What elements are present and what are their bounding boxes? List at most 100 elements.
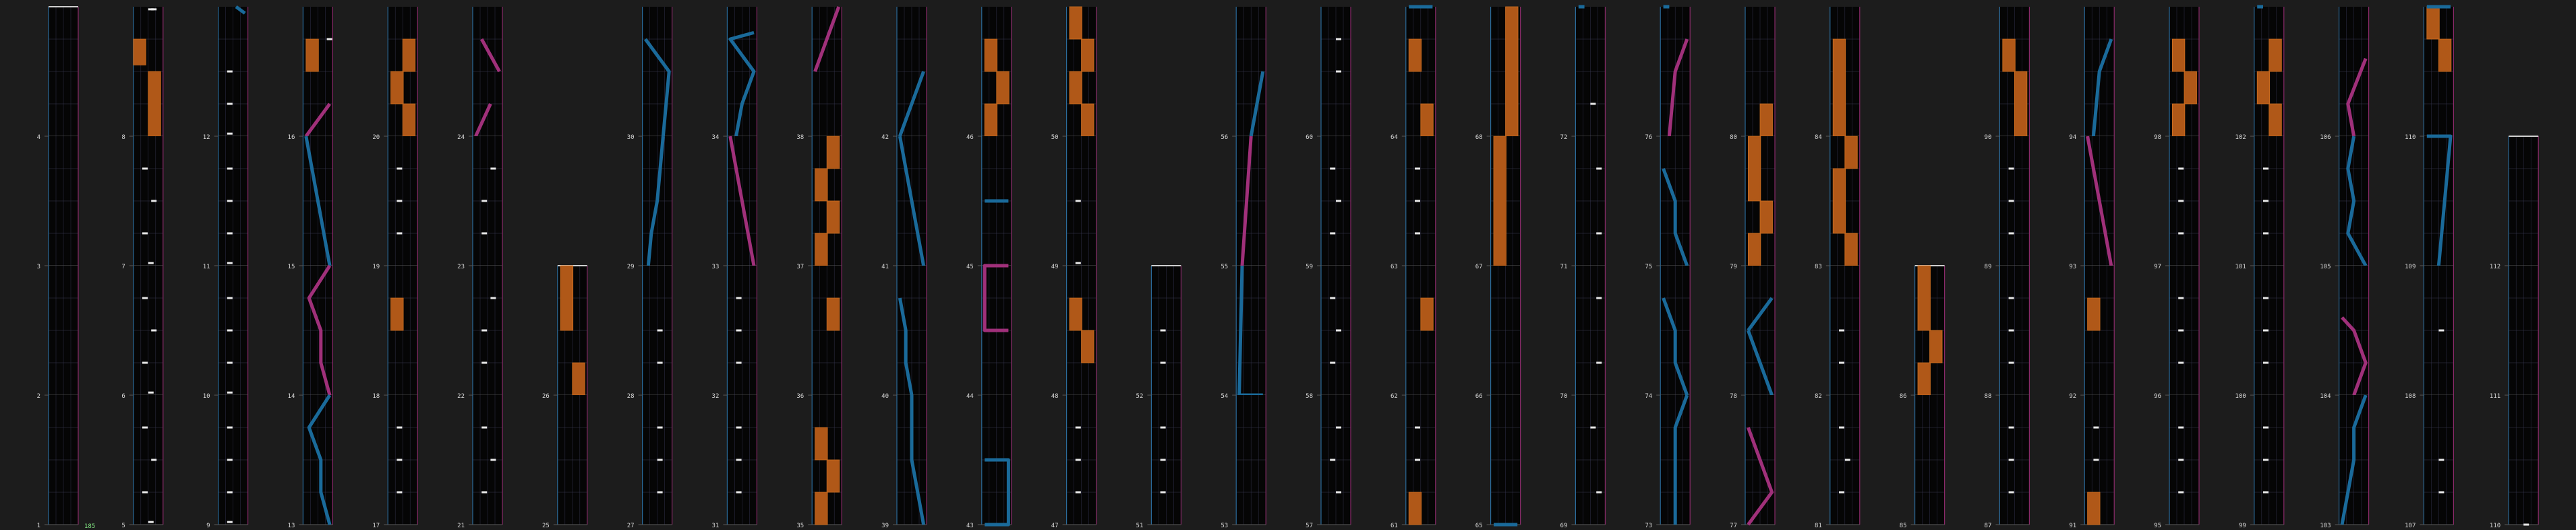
hold-note	[1420, 103, 1434, 137]
tap-note	[2008, 361, 2014, 364]
measure-number: 99	[2239, 523, 2246, 529]
tap-note	[2093, 459, 2099, 461]
measure-number: 104	[2320, 393, 2331, 400]
measure-number: 88	[1985, 393, 1992, 400]
measure-number: 66	[1475, 393, 1483, 400]
slide-path	[2340, 394, 2368, 525]
hold-note	[2002, 38, 2016, 72]
measure-number: 35	[796, 523, 804, 529]
tap-note	[151, 329, 157, 332]
hold-note	[1420, 297, 1434, 331]
measure-number: 33	[712, 264, 720, 270]
measure-number: 101	[2235, 264, 2246, 270]
measure-number: 48	[1051, 393, 1059, 400]
measure-number: 53	[1221, 523, 1228, 529]
measure-number: 59	[1306, 264, 1313, 270]
measure-number: 37	[796, 264, 804, 270]
tap-note	[1590, 102, 1596, 105]
measure-number: 74	[1645, 393, 1652, 400]
measure-number: 42	[881, 134, 889, 141]
hold-note	[984, 38, 998, 72]
slide-path	[2426, 134, 2453, 266]
tap-note	[2008, 167, 2014, 170]
tap-note	[142, 426, 148, 429]
slide-path	[983, 264, 1009, 332]
hold-note	[815, 427, 828, 461]
tap-note	[397, 167, 403, 170]
tap-note	[657, 361, 663, 364]
measure-number: 76	[1645, 134, 1652, 141]
tap-note	[736, 491, 742, 494]
hold-note	[826, 459, 840, 493]
measure-number: 3	[37, 264, 40, 270]
tap-note	[481, 491, 488, 494]
tap-note	[227, 200, 233, 202]
tap-note	[1160, 426, 1166, 429]
tap-note	[1336, 426, 1341, 429]
slide-path	[480, 38, 501, 73]
measure-number: 52	[1136, 393, 1144, 400]
tap-note	[142, 232, 148, 235]
slide-path	[898, 136, 926, 266]
slide-path	[474, 102, 492, 138]
measure-number: 11	[203, 264, 210, 270]
measure-number: 63	[1391, 264, 1398, 270]
hold-note	[2268, 38, 2282, 72]
hold-note	[1408, 492, 1422, 525]
measure-number: 6	[121, 393, 125, 400]
measure-number: 9	[206, 523, 210, 529]
hold-note	[2256, 71, 2271, 105]
measure-number: 67	[1475, 264, 1483, 270]
measure-number: 54	[1221, 393, 1228, 400]
hold-note	[2171, 103, 2186, 137]
hold-note	[2438, 38, 2452, 72]
measure-number: 79	[1730, 264, 1737, 270]
measure-number: 110	[2405, 134, 2416, 141]
tap-note	[1844, 459, 1850, 461]
slide-path	[1667, 38, 1689, 137]
hold-note	[1844, 233, 1858, 266]
hold-note	[1408, 38, 1422, 72]
measure-number: 19	[372, 264, 380, 270]
tap-note	[151, 459, 157, 461]
tap-note	[142, 361, 148, 364]
slide-path	[1662, 297, 1689, 396]
tap-note	[2178, 232, 2184, 235]
tap-note	[2178, 200, 2184, 202]
hold-note	[402, 38, 416, 72]
tap-note	[397, 459, 403, 461]
measure-number: 17	[372, 523, 380, 529]
hold-note	[996, 71, 1009, 105]
tap-note	[148, 521, 154, 523]
measure-number: 80	[1730, 134, 1737, 141]
tap-note	[227, 361, 233, 364]
measure-number: 5	[121, 523, 125, 529]
measure-number: 34	[712, 134, 720, 141]
measure-number: 1	[37, 523, 40, 529]
hold-note	[1069, 6, 1082, 40]
slide-path	[1249, 71, 1265, 137]
measure-number: 31	[712, 523, 720, 529]
tap-note	[227, 491, 233, 494]
tap-note	[481, 232, 488, 235]
tap-note	[1160, 491, 1166, 494]
hold-note	[1917, 362, 1931, 396]
measure-number: 4	[37, 134, 40, 141]
tap-note	[657, 426, 663, 429]
hold-note	[1747, 233, 1761, 266]
tap-note	[481, 329, 488, 332]
hold-note	[1832, 38, 1846, 137]
bpm-label: 185	[84, 523, 95, 530]
tap-note	[2093, 426, 2099, 429]
tap-note	[227, 232, 233, 235]
tap-note	[1330, 361, 1336, 364]
